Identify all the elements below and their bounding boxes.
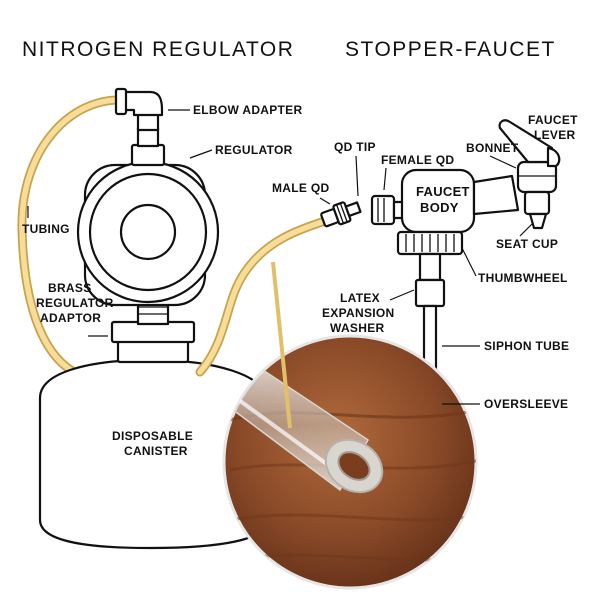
title-stopper-faucet: STOPPER-FAUCET	[345, 38, 556, 61]
elbow-adapter	[114, 87, 164, 132]
male-qd	[320, 201, 362, 228]
title-nitrogen-regulator: NITROGEN REGULATOR	[22, 38, 294, 61]
tubing-to-qd	[195, 217, 327, 377]
label-oversleeve: OVERSLEEVE	[484, 397, 568, 411]
label-elbow-adapter: ELBOW ADAPTER	[193, 103, 302, 117]
faucet-lever	[498, 119, 561, 168]
bonnet	[516, 160, 558, 230]
label-faucet-lever-line2: LEVER	[534, 128, 576, 142]
label-faucet-body-line2: BODY	[420, 200, 459, 215]
label-male-qd: MALE QD	[272, 181, 329, 195]
label-brass-line3: ADAPTOR	[40, 311, 101, 325]
label-latex-line3: WASHER	[330, 321, 385, 335]
label-thumbwheel: THUMBWHEEL	[478, 271, 568, 285]
label-faucet-lever-line1: FAUCET	[528, 113, 578, 127]
label-brass-line2: REGULATOR	[36, 296, 114, 310]
label-qd-tip: QD TIP	[334, 140, 376, 154]
latex-leader	[389, 289, 415, 301]
label-tubing: TUBING	[22, 222, 70, 236]
brass-regulator-adaptor	[110, 298, 196, 364]
regulator-leader	[189, 149, 213, 159]
label-faucet-body-line1: FAUCET	[416, 184, 470, 199]
regulator	[76, 126, 220, 307]
label-female-qd: FEMALE QD	[381, 153, 454, 167]
qd-tip-leader	[355, 155, 359, 197]
faucet-body	[396, 168, 520, 308]
seat-cup-leader	[519, 223, 533, 237]
tubing-loop	[17, 95, 127, 380]
female-qd-leader	[383, 167, 387, 191]
label-canister-line1: DISPOSABLE	[112, 429, 193, 443]
female-qd	[370, 194, 406, 226]
label-bonnet: BONNET	[466, 141, 519, 155]
male-qd-leader	[319, 197, 331, 205]
label-canister-line2: CANISTER	[124, 444, 188, 458]
bonnet-leader	[489, 155, 517, 169]
label-siphon-tube: SIPHON TUBE	[484, 339, 569, 353]
label-brass-line1: BRASS	[48, 281, 92, 295]
label-latex-line2: EXPANSION	[322, 306, 395, 320]
label-regulator: REGULATOR	[215, 143, 293, 157]
label-seat-cup: SEAT CUP	[496, 237, 558, 251]
label-latex-line1: LATEX	[340, 291, 380, 305]
thumbwheel-leader	[461, 247, 477, 277]
tubing-closeup	[222, 261, 478, 590]
